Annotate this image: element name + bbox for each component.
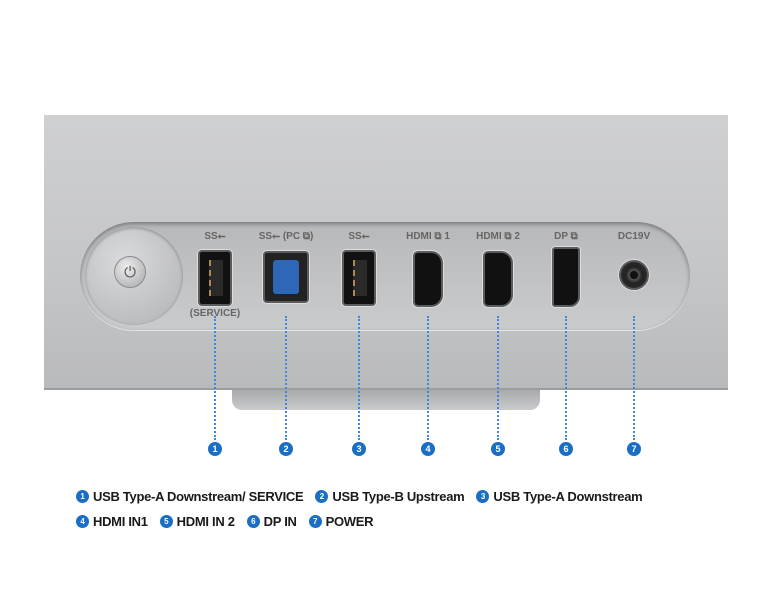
callout-line [358, 316, 360, 440]
legend-number: 5 [159, 515, 173, 528]
stand-neck [232, 390, 540, 410]
port-label: DC19V [617, 231, 651, 242]
port-label: DP ⧉ [554, 231, 578, 242]
usba-port[interactable] [198, 250, 232, 306]
legend-text: POWER [325, 514, 374, 529]
legend-text: HDMI IN 2 [176, 514, 235, 529]
callout-number: 5 [491, 442, 505, 456]
port-label: SS⭠ (PC ⧉) [258, 231, 314, 242]
hdmi-port[interactable] [413, 251, 443, 307]
power-icon: ⏻ [124, 263, 136, 281]
callout-number: 6 [559, 442, 573, 456]
legend-number: 7 [308, 515, 322, 528]
callout-line [633, 316, 635, 440]
legend-text: DP IN [263, 514, 297, 529]
legend-number: 6 [246, 515, 260, 528]
power-button[interactable]: ⏻ [114, 256, 146, 288]
port-sublabel: (SERVICE) [189, 308, 241, 319]
callout-line [427, 316, 429, 440]
callout-number: 7 [627, 442, 641, 456]
usba-port[interactable] [342, 250, 376, 306]
legend-number: 4 [76, 515, 89, 528]
dc-port[interactable] [619, 260, 649, 290]
usbb-port[interactable] [263, 251, 309, 303]
port-label: HDMI ⧉ 2 [476, 231, 520, 242]
legend-text: USB Type-A Downstream/ SERVICE [93, 489, 304, 504]
hdmi-port[interactable] [483, 251, 513, 307]
callout-line [497, 316, 499, 440]
legend-number: 2 [315, 490, 329, 503]
legend-item: 1 USB Type-A Downstream/ SERVICE [76, 489, 304, 504]
callout-number: 2 [279, 442, 293, 456]
callout-number: 1 [208, 442, 222, 456]
legend-text: USB Type-B Upstream [332, 489, 465, 504]
legend-item: 4 HDMI IN1 [76, 514, 148, 529]
callout-line [285, 316, 287, 440]
legend-number: 3 [476, 490, 490, 503]
dp-port[interactable] [552, 247, 580, 307]
port-label: SS⭠ [348, 231, 370, 242]
callout-line [565, 316, 567, 440]
legend-text: USB Type-A Downstream [493, 489, 643, 504]
legend-text: HDMI IN1 [93, 514, 148, 529]
callout-line [214, 316, 216, 440]
port-label: HDMI ⧉ 1 [406, 231, 450, 242]
legend-number: 1 [76, 490, 89, 503]
port-label: SS⭠ [204, 231, 226, 242]
callout-number: 3 [352, 442, 366, 456]
callout-number: 4 [421, 442, 435, 456]
